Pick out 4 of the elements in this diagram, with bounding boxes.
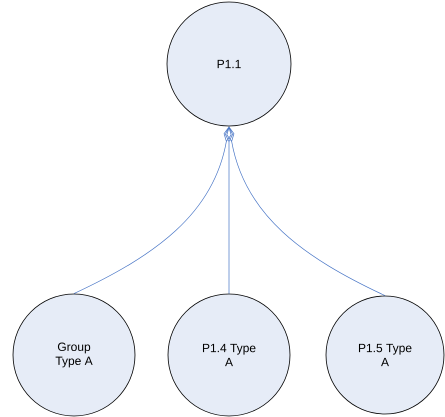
circle-node: Group Type A xyxy=(12,294,136,416)
circle-node: P1.4 Type A xyxy=(168,294,290,416)
circle-node: P1.5 Type A xyxy=(326,296,444,414)
circle-node: P1.1 xyxy=(166,2,292,126)
